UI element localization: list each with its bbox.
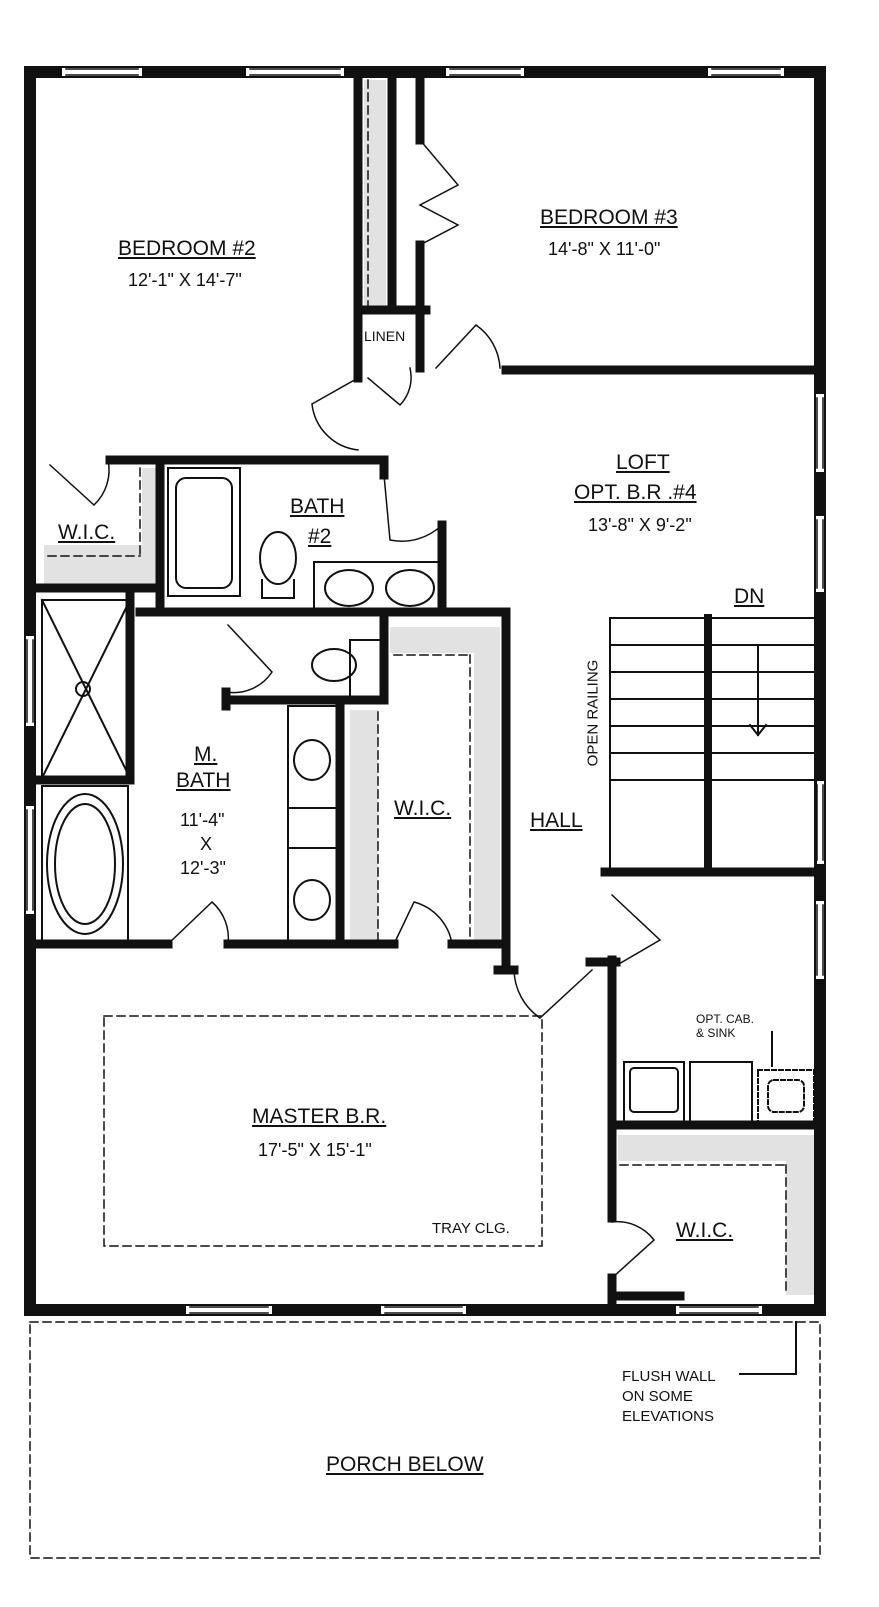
mbath-name-2: BATH [176,769,231,792]
mbath-name: M. [194,743,218,766]
flush-wall-line3: ELEVATIONS [622,1408,714,1425]
dashed-lines [29,79,821,1559]
tray-ceiling-label: TRAY CLG. [432,1220,510,1237]
wic-bedroom2: W.I.C. [58,521,116,544]
hall-label: HALL [530,809,583,832]
doors [48,138,662,1280]
laundry-fixtures [623,1031,815,1375]
mbath-dim-x: X [200,834,213,854]
bedroom3-name: BEDROOM #3 [540,206,678,229]
opt-cab-label: OPT. CAB. [696,1012,755,1026]
stairs-dn-label: DN [734,585,765,608]
window-lines [26,68,824,1314]
mbath-dim-2: 12'-3" [180,858,226,878]
wic-laundry: W.I.C. [676,1219,734,1242]
linen-label: LINEN [364,328,406,344]
porch-below-label: PORCH BELOW [326,1453,484,1476]
closet-shelves [44,80,814,1295]
master-dim: 17'-5" X 15'-1" [258,1140,372,1160]
mbath-fixtures [40,598,385,943]
mbath-dim-1: 11'-4" [180,810,225,830]
flush-wall-line1: FLUSH WALL [622,1368,716,1385]
bath2-number: #2 [308,525,332,548]
windows [26,68,824,1314]
bedroom2-dim: 12'-1" X 14'-7" [128,270,242,290]
bath2-name: BATH [290,495,345,518]
loft-name: LOFT [616,451,670,474]
wic-master: W.I.C. [394,797,452,820]
bedroom2-name: BEDROOM #2 [118,237,256,260]
master-name: MASTER B.R. [252,1105,387,1128]
loft-name-2: OPT. B.R .#4 [574,481,697,504]
opt-sink-label: & SINK [696,1026,736,1040]
flush-wall-line2: ON SOME [622,1388,693,1405]
stairs [609,614,817,876]
bedroom3-dim: 14'-8" X 11'-0" [548,239,661,259]
open-railing-label: OPEN RAILING [584,659,602,767]
bath2-fixtures [167,467,443,613]
loft-dim: 13'-8" X 9'-2" [588,515,692,535]
